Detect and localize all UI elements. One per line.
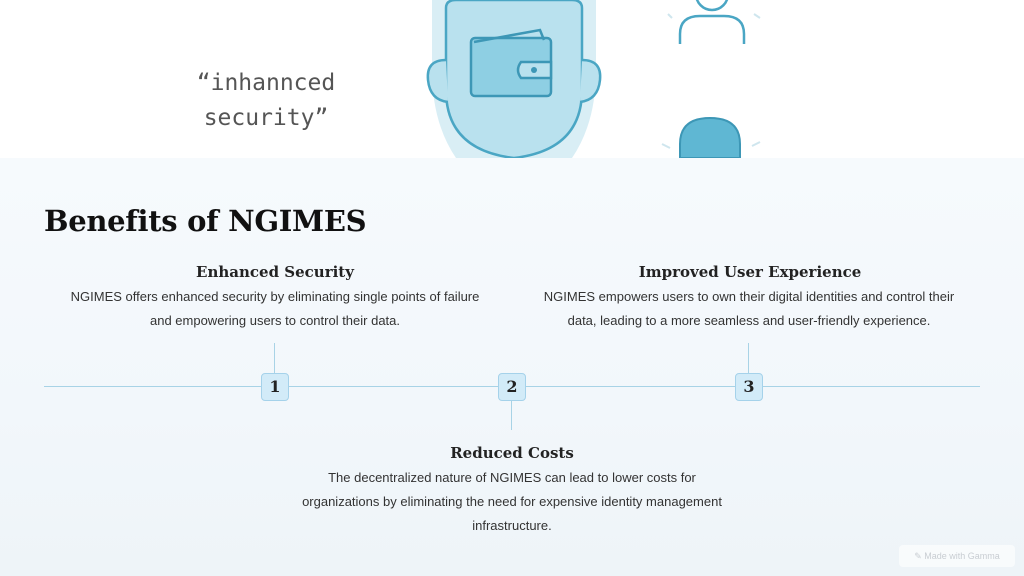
badge-label: Made with Gamma bbox=[924, 551, 1000, 561]
item-text-line: data, leading to a more seamless and use… bbox=[567, 313, 931, 328]
user-outline-icon bbox=[667, 0, 761, 44]
face-wallet-illustration bbox=[426, 0, 761, 158]
item-title-improved-user-experience: Improved User Experience bbox=[638, 263, 862, 281]
item-text-line: The decentralized nature of NGIMES can l… bbox=[328, 470, 696, 485]
made-with-gamma-badge[interactable]: ✎ Made with Gamma bbox=[899, 545, 1015, 567]
item-title-reduced-costs: Reduced Costs bbox=[450, 444, 574, 462]
item-text-enhanced-security: NGIMES offers enhanced security by elimi… bbox=[44, 285, 506, 333]
timeline-connector-2 bbox=[511, 400, 512, 430]
item-text-line: organizations by eliminating the need fo… bbox=[302, 494, 722, 509]
step-number-1: 1 bbox=[261, 373, 289, 401]
right-ear bbox=[579, 58, 602, 104]
wallet-icon bbox=[469, 28, 553, 98]
left-ear bbox=[426, 58, 449, 104]
item-text-line: NGIMES empowers users to own their digit… bbox=[543, 289, 955, 304]
item-text-improved-user-experience: NGIMES empowers users to own their digit… bbox=[518, 285, 980, 333]
timeline-connector-1 bbox=[274, 343, 275, 373]
item-text-line: NGIMES offers enhanced security by elimi… bbox=[70, 289, 480, 304]
user-filled-icon bbox=[661, 116, 761, 158]
hero-quote: “inhannced security” bbox=[186, 66, 346, 136]
gamma-logo-icon: ✎ bbox=[914, 551, 925, 561]
page-title: Benefits of NGIMES bbox=[44, 204, 367, 238]
timeline-connector-3 bbox=[748, 343, 749, 373]
item-text-reduced-costs: The decentralized nature of NGIMES can l… bbox=[280, 466, 744, 538]
content-area bbox=[0, 158, 1024, 576]
item-text-line: infrastructure. bbox=[472, 518, 552, 533]
step-number-2: 2 bbox=[498, 373, 526, 401]
item-text-line: and empowering users to control their da… bbox=[149, 313, 401, 328]
hero-illustration: “inhannced security” bbox=[0, 0, 1024, 158]
hero-quote-line1: “inhannced bbox=[196, 70, 336, 96]
hero-quote-line2: security” bbox=[203, 105, 329, 131]
item-title-enhanced-security: Enhanced Security bbox=[196, 263, 354, 281]
step-number-3: 3 bbox=[735, 373, 763, 401]
